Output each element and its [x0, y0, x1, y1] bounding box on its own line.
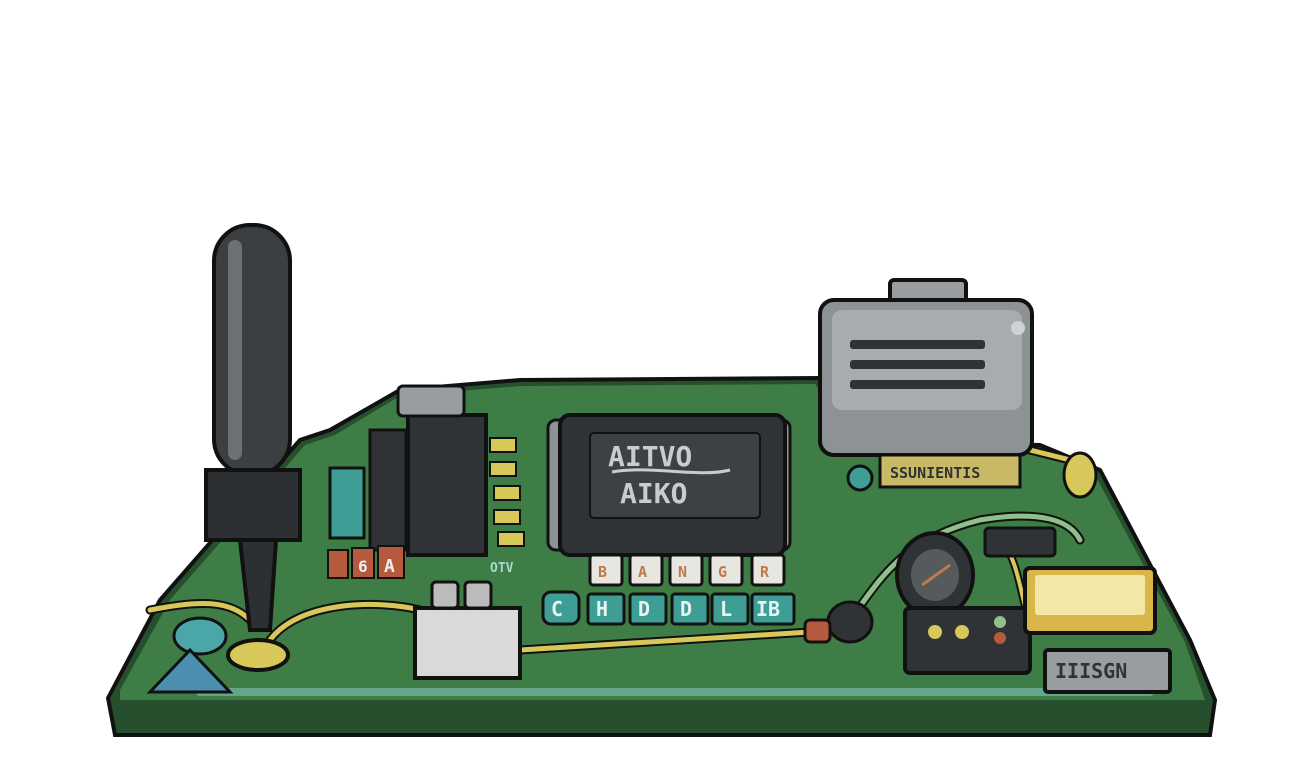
gray-connector-box	[818, 278, 1034, 457]
right-components: IIISGN	[1023, 451, 1172, 694]
board-letter-blocks: C H D D L IB	[541, 590, 796, 626]
pin-letter: B	[598, 563, 607, 581]
pin-letter: R	[760, 563, 770, 581]
chip-label-bottom: AIKO	[620, 477, 687, 510]
side-label: OTV	[490, 561, 514, 576]
pin-letter: N	[678, 563, 687, 581]
board-letter: C	[551, 597, 563, 621]
board-letter: L	[720, 597, 732, 621]
controller-module	[803, 526, 1057, 675]
chip-pins: B A N G R	[588, 553, 786, 587]
main-chip: AITVO AIKO	[546, 413, 792, 557]
pin-letter: A	[638, 563, 647, 581]
connector-label: SSUNIENTIS	[890, 464, 980, 482]
soldering-iron	[146, 223, 302, 694]
connector-label-strip: SSUNIENTIS	[846, 453, 1022, 492]
board-letter: D	[680, 597, 692, 621]
pin-letter: G	[718, 563, 727, 581]
board-letter: D	[638, 597, 650, 621]
chip-label-top: AITVO	[608, 440, 692, 473]
small-pad-6: 6	[358, 557, 368, 576]
board-letter: IB	[756, 597, 780, 621]
board-letter: H	[596, 597, 608, 621]
left-components: 6 A OTV	[327, 384, 525, 680]
badge-label: IIISGN	[1055, 659, 1127, 683]
yellow-resistors	[489, 437, 525, 547]
small-pad-a: A	[384, 556, 395, 577]
